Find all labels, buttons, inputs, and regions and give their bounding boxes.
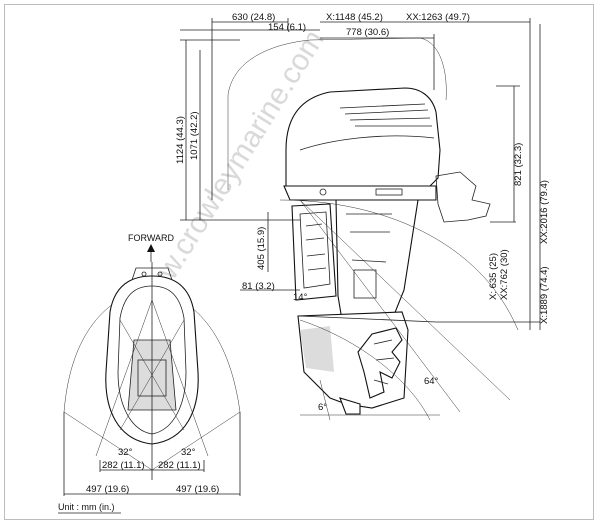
- top-dimensions: 630 (24.8) 154 (6.1) X:1148 (45.2) XX:12…: [180, 12, 531, 330]
- forward-label: FORWARD: [128, 233, 174, 243]
- angle-6: 6°: [318, 402, 327, 413]
- top-view: FORWARD 32° 32° 282 (11.1) 282 (11.1): [63, 233, 241, 496]
- unit-label: Unit : mm (in.): [58, 502, 115, 512]
- angle-32-right: 32°: [181, 447, 196, 458]
- dim-821: 821 (32.3): [513, 143, 524, 186]
- side-view: 630 (24.8) 154 (6.1) X:1148 (45.2) XX:12…: [175, 12, 550, 421]
- dim-x1889: X:1889 (74.4): [539, 266, 550, 324]
- cowling-envelope: [227, 37, 447, 190]
- dim-405: 405 (15.9): [256, 227, 267, 270]
- dim-778: 778 (30.6): [346, 27, 389, 38]
- dim-81: 81 (3.2): [242, 281, 275, 292]
- drawing-frame: [4, 4, 594, 520]
- right-dimensions: 821 (32.3) XX:2016 (79.4) X: 635 (25) XX…: [436, 24, 550, 330]
- dim-xx762: XX:762 (30): [499, 249, 510, 300]
- cowling-vent: [339, 103, 432, 127]
- dim-xx2016: XX:2016 (79.4): [539, 180, 550, 244]
- dim-497-right: 497 (19.6): [176, 484, 219, 495]
- propeller: [357, 327, 403, 399]
- left-dimensions: 1124 (44.3) 1071 (42.2) 405 (15.9) 81 (3…: [175, 39, 308, 303]
- angle-64: 64°: [424, 376, 439, 387]
- dim-282-left: 282 (11.1): [102, 460, 145, 471]
- dim-282-right: 282 (11.1): [158, 460, 201, 471]
- angle-32-left: 32°: [118, 447, 133, 458]
- angle-14: 14°: [293, 292, 308, 303]
- tilt-arc-inner: [299, 319, 431, 421]
- dim-x1148: X:1148 (45.2): [326, 12, 383, 23]
- dim-1071: 1071 (42.2): [189, 111, 200, 160]
- dim-1124: 1124 (44.3): [175, 116, 186, 164]
- bottom-cowling: [283, 185, 437, 201]
- dim-xx1263: XX:1263 (49.7): [406, 12, 470, 23]
- dim-154: 154 (6.1): [268, 22, 306, 33]
- dim-630: 630 (24.8): [232, 12, 275, 23]
- dim-x635: X: 635 (25): [488, 253, 499, 300]
- dim-497-left: 497 (19.6): [86, 484, 129, 495]
- tilt-arc-outer: [279, 199, 519, 331]
- top-cowling: [285, 87, 441, 189]
